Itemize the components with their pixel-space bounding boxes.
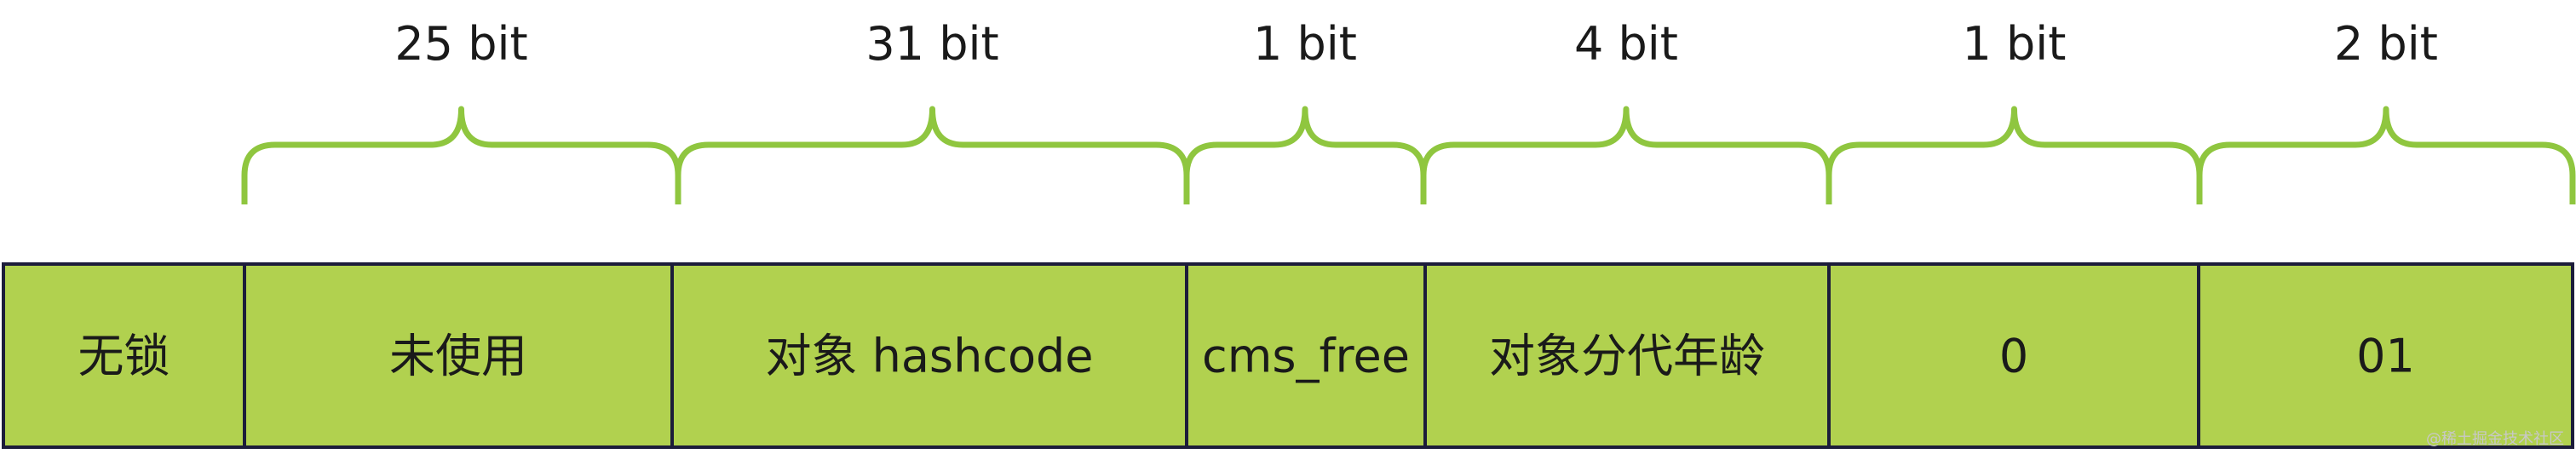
bit-label-0: 25 bit: [394, 17, 527, 71]
cell-label-0: 无锁: [78, 330, 170, 383]
cell-5: [1827, 262, 2200, 449]
brace-1: [675, 106, 1190, 204]
mark-word-cells: [2, 262, 2574, 449]
cell-2: [670, 262, 1188, 449]
cell-label-3: cms_free: [1202, 330, 1410, 383]
bit-labels: 25 bit 31 bit 1 bit 4 bit 1 bit 2 bit: [394, 17, 2438, 71]
brace-3: [1420, 106, 1832, 204]
cell-1: [243, 262, 674, 449]
brace-5: [2196, 106, 2576, 204]
cell-label-6: 01: [2356, 330, 2415, 383]
watermark: @稀土掘金技术社区: [2426, 430, 2564, 448]
bit-label-5: 2 bit: [2334, 17, 2438, 71]
cell-label-4: 对象分代年龄: [1489, 330, 1765, 383]
brace-2: [1183, 106, 1427, 204]
bit-label-2: 1 bit: [1253, 17, 1357, 71]
bit-label-4: 1 bit: [1963, 17, 2067, 71]
bit-braces: [241, 106, 2576, 204]
cell-labels: 无锁 未使用 对象 hashcode cms_free 对象分代年龄 0 01: [78, 330, 2415, 383]
cell-4: [1423, 262, 1831, 449]
bit-label-3: 4 bit: [1574, 17, 1678, 71]
cell-0: [2, 262, 246, 449]
cell-label-1: 未使用: [389, 330, 527, 383]
bit-label-1: 31 bit: [865, 17, 998, 71]
brace-4: [1826, 106, 2203, 204]
cell-6: [2197, 262, 2574, 449]
cell-label-5: 0: [1999, 330, 2028, 383]
cell-label-2: 对象 hashcode: [765, 330, 1093, 383]
brace-0: [241, 106, 681, 204]
